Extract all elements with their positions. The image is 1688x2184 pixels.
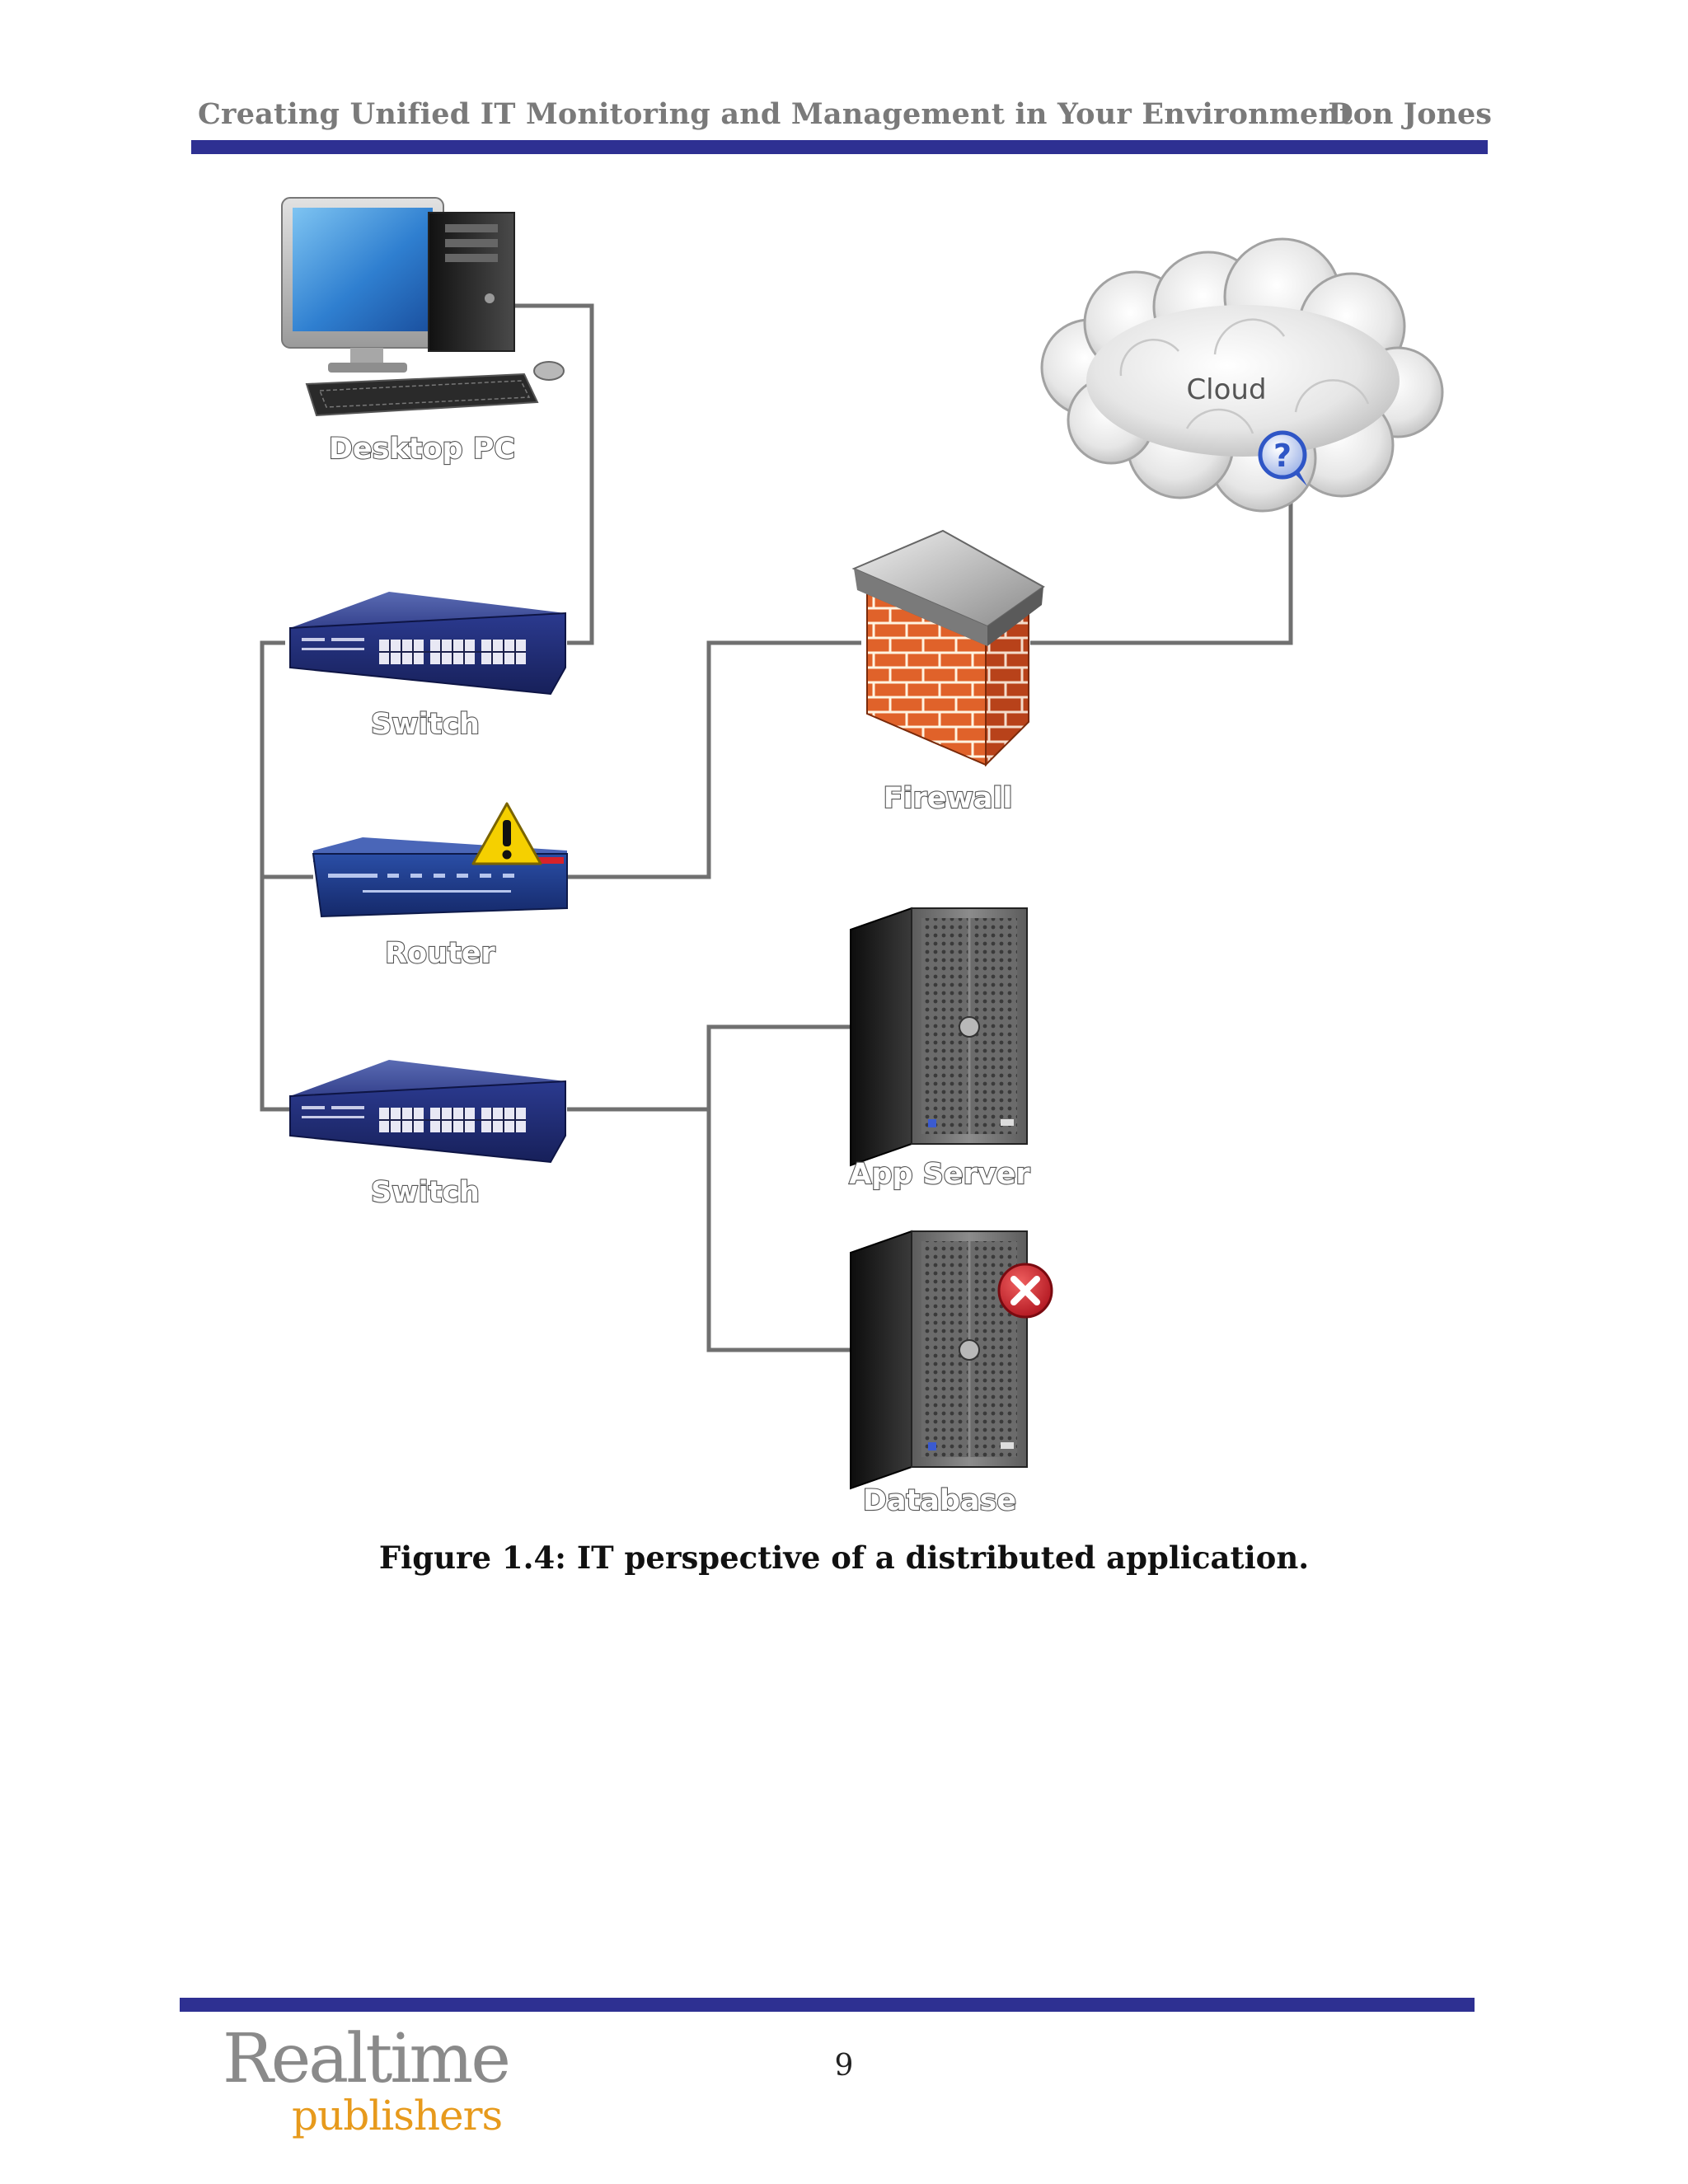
tower-server-icon	[850, 1230, 1028, 1490]
network-switch-icon	[289, 592, 566, 696]
link-router-to-firewall	[567, 640, 861, 879]
error-x-icon	[997, 1263, 1053, 1319]
label-desktop-pc: Desktop PC	[329, 433, 515, 466]
desktop-computer-icon	[281, 197, 565, 417]
cloud-icon	[1040, 237, 1444, 513]
label-app-server: App Server	[849, 1158, 1030, 1191]
label-cloud: Cloud	[1186, 373, 1266, 406]
logo-text-top: Realtime	[223, 2020, 511, 2098]
warning-icon	[471, 802, 542, 865]
link-servers-bus	[706, 1024, 852, 1352]
tower-server-icon	[850, 907, 1028, 1167]
link-desktop-to-switch	[507, 303, 594, 645]
footer-rule	[180, 1998, 1475, 2012]
logo-text-bottom: publishers	[292, 2092, 503, 2139]
question-mark: ?	[1273, 438, 1292, 474]
label-switch-bottom: Switch	[371, 1176, 480, 1209]
publisher-logo: Realtime publishers	[223, 2026, 511, 2141]
header-rule	[191, 140, 1488, 154]
connection-lines	[260, 303, 1293, 1352]
link-firewall-to-cloud	[1030, 503, 1293, 645]
label-database: Database	[863, 1484, 1016, 1517]
header-title: Creating Unified IT Monitoring and Manag…	[198, 97, 1353, 131]
label-router: Router	[385, 937, 495, 970]
label-firewall: Firewall	[884, 782, 1013, 815]
page-number: 9	[834, 2049, 854, 2083]
brick-firewall-icon	[851, 529, 1045, 767]
header-author: Don Jones	[1328, 97, 1492, 131]
question-icon: ?	[1258, 430, 1307, 486]
network-switch-icon	[289, 1060, 566, 1164]
label-switch-top: Switch	[371, 708, 480, 741]
figure-caption: Figure 1.4: IT perspective of a distribu…	[378, 1540, 1310, 1576]
